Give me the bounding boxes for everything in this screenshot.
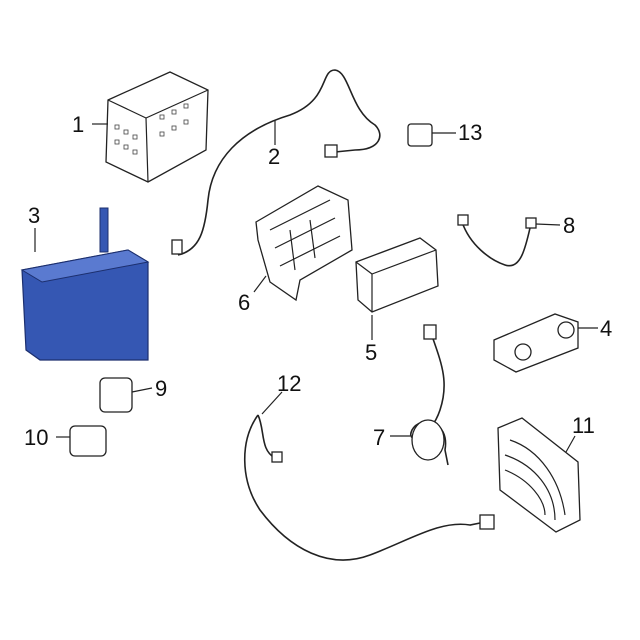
callout-2[interactable]: 2 (268, 144, 281, 169)
callout-10[interactable]: 10 (24, 425, 49, 450)
callout-13[interactable]: 13 (458, 120, 483, 145)
part-5-control-module[interactable] (355, 237, 439, 313)
part-3-display-screen[interactable] (20, 207, 150, 361)
callout-8[interactable]: 8 (563, 213, 576, 238)
part-2-wiring-harness[interactable] (171, 69, 381, 256)
part-8-harness[interactable] (457, 214, 537, 267)
part-7-antenna-cable[interactable] (410, 324, 449, 466)
part-13-module[interactable] (407, 123, 433, 147)
callout-3[interactable]: 3 (28, 203, 41, 228)
part-1-radio-chassis[interactable] (105, 71, 209, 183)
callout-9[interactable]: 9 (155, 376, 168, 401)
part-11-amplifier[interactable] (497, 417, 581, 533)
callout-12[interactable]: 12 (277, 371, 302, 396)
part-4-control-panel[interactable] (493, 313, 579, 373)
part-12-wiring[interactable] (243, 414, 495, 561)
part-6-bracket[interactable] (255, 185, 353, 302)
callout-7[interactable]: 7 (373, 425, 386, 450)
callout-5[interactable]: 5 (365, 340, 378, 365)
part-9-switch[interactable] (99, 377, 133, 413)
callout-6[interactable]: 6 (238, 290, 251, 315)
callout-4[interactable]: 4 (600, 316, 613, 341)
callout-1[interactable]: 1 (72, 112, 85, 137)
callout-11[interactable]: 11 (572, 413, 595, 438)
part-10-switch[interactable] (69, 425, 107, 457)
callout-leaders (34, 120, 598, 453)
